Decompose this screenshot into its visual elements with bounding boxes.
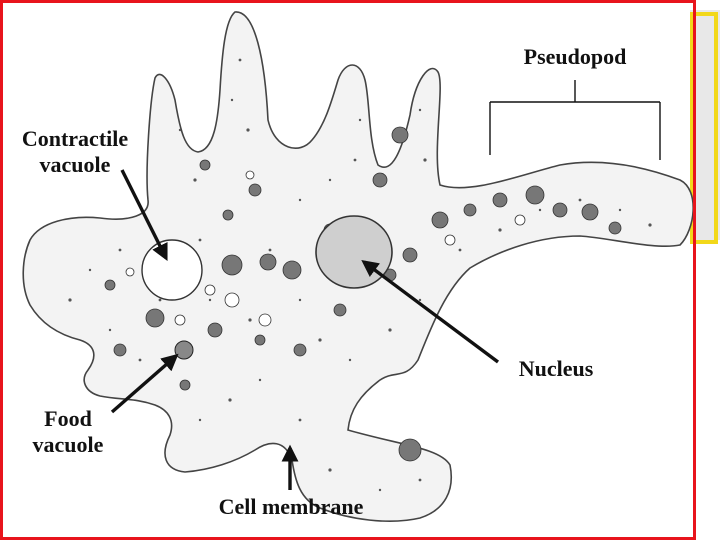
label-arrows bbox=[110, 169, 500, 490]
label-nucleus: Nucleus bbox=[518, 356, 594, 381]
contractile-vacuole bbox=[141, 239, 203, 301]
label-food-vacuole-line2: vacuole bbox=[32, 432, 104, 457]
cytoplasm-granules bbox=[68, 58, 652, 492]
pseudopod-bracket bbox=[489, 80, 661, 160]
arrow-nucleus bbox=[361, 259, 500, 364]
label-contractile-vacuole: Contractile vacuole bbox=[5, 126, 145, 178]
label-contractile-vacuole-line2: vacuole bbox=[39, 152, 111, 177]
label-food-vacuole-line1: Food bbox=[44, 406, 92, 431]
food-vacuole bbox=[174, 340, 194, 360]
nucleus bbox=[315, 215, 393, 289]
inner-frame bbox=[690, 12, 718, 244]
label-cell-membrane: Cell membrane bbox=[218, 494, 364, 519]
arrow-contractile-vacuole bbox=[120, 169, 168, 262]
clear-vesicles bbox=[125, 170, 526, 327]
label-contractile-vacuole-line1: Contractile bbox=[21, 126, 129, 151]
outer-frame bbox=[0, 0, 696, 540]
arrow-food-vacuole bbox=[110, 353, 179, 414]
label-food-vacuole: Food vacuole bbox=[18, 406, 118, 458]
label-pseudopod: Pseudopod bbox=[523, 44, 627, 69]
